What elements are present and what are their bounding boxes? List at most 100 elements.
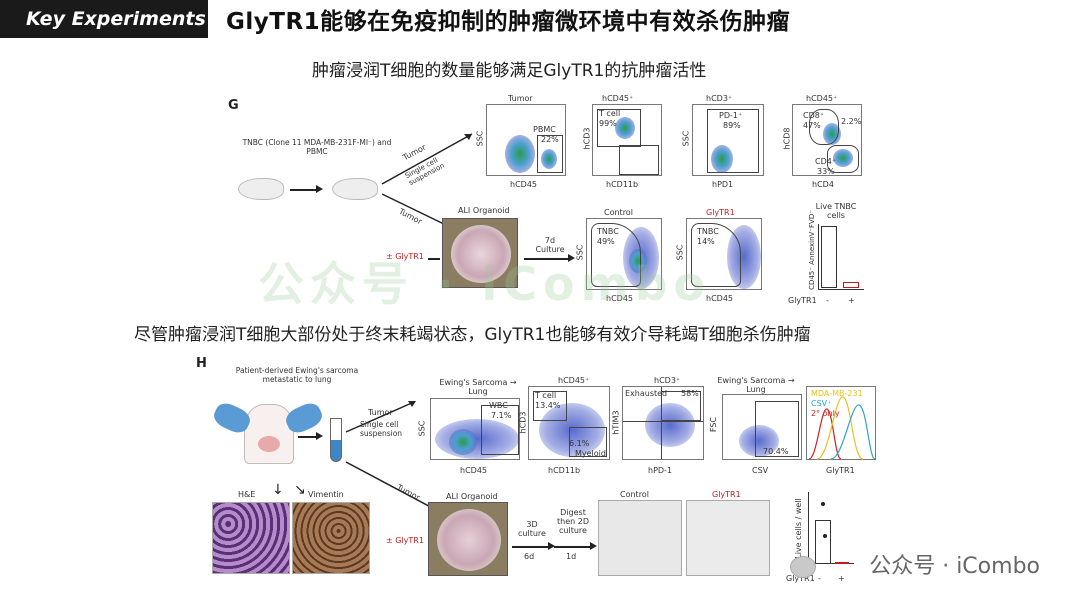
he-stain-image [212, 502, 290, 574]
facs-h2-gate2-value: 6.1% [569, 439, 590, 448]
arrow [290, 189, 318, 191]
control-plot: TNBC 49% [586, 218, 662, 290]
test-tube-icon [330, 418, 342, 462]
g-barchart-cat-1: + [848, 296, 855, 305]
facs-h1-title: Ewing's Sarcoma → Lung [439, 378, 517, 396]
arrow [524, 258, 570, 260]
arrow-head [568, 254, 575, 262]
facs-h4-plot: 70.4% [722, 394, 802, 460]
h-glytr1-label: GlyTR1 [712, 490, 741, 499]
patient-text: Patient-derived Ewing's sarcoma metastat… [235, 366, 359, 384]
facs-h4-gate-value: 70.4% [763, 447, 789, 456]
arrow [428, 258, 440, 260]
facs-h2-gate-label: T cell [535, 391, 557, 400]
facs-g1-gate-label: PBMC [533, 125, 556, 134]
facs-g4-gate-label: CD8⁺ [803, 111, 825, 120]
h-organoid-image [428, 502, 508, 576]
facs-g1-xlab: hCD45 [510, 180, 537, 189]
facs-g3-gate-label: PD-1⁺ [719, 111, 743, 120]
culture-3d-time: 6d [524, 552, 535, 561]
g-bar-minus [821, 226, 837, 288]
facs-g1-plot: PBMC 22% [486, 104, 566, 176]
g-barchart-xlab: GlyTR1 [788, 296, 817, 305]
h-tumor-arrow [345, 401, 416, 433]
facs-h3-plot: Exhausted 58% [622, 386, 704, 460]
brand-text: 公众号 · iCombo [869, 554, 1040, 579]
he-label: H&E [238, 490, 256, 499]
mouse-icon-2 [332, 178, 378, 200]
hist-xlab: GlyTR1 [826, 466, 855, 475]
facs-h3-ylab: hTIM3 [611, 410, 621, 435]
h-bar-plus [835, 562, 849, 564]
g-barchart-ylab: CD45⁻ AnnexinV⁻FVD⁻ [807, 210, 816, 290]
histogram-curves [808, 396, 876, 460]
facs-g4-gate2-value: 33% [817, 167, 835, 176]
h-glytr1-treatment: ± GlyTR1 [386, 536, 424, 545]
arrow [298, 436, 318, 438]
facs-h2-plot: T cell 13.4% 6.1% Myeloid [528, 386, 610, 460]
wechat-icon [790, 556, 816, 578]
facs-g4-extra-value: 2.2% [841, 117, 862, 126]
arrow-head [590, 542, 597, 550]
h-control-image [598, 500, 682, 576]
h-single-cell-label: Single cell suspension [360, 420, 403, 438]
panel-g-letter: G [228, 98, 239, 113]
h-bar-minus [815, 520, 831, 564]
facs-g3-ylab: SSC [681, 130, 691, 147]
hist-legend-2: 2° only [811, 409, 840, 418]
facs-h1-plot: WBC 7.1% [430, 398, 520, 460]
glytr1-treatment: ± GlyTR1 [386, 252, 424, 261]
facs-g2-gate-value: 99% [599, 119, 617, 128]
key-experiments-tag: Key Experiments [0, 0, 208, 38]
arrow-head [548, 542, 555, 550]
facs-h1-xlab: hCD45 [460, 466, 487, 475]
facs-g2-title: hCD45⁺ [602, 94, 634, 103]
hist-legend-1: CSV⁺ [811, 399, 832, 408]
facs-h1-gate-label: WBC [489, 401, 508, 410]
facs-h3-gate-value: 58% [681, 389, 699, 398]
facs-g4-gate2-label: CD4⁺ [815, 157, 837, 166]
facs-h4-xlab: CSV [752, 466, 769, 475]
glytr1-gate-value: 14% [697, 237, 715, 246]
facs-g1-title: Tumor [508, 94, 533, 103]
facs-g4-plot: CD8⁺ 47% 2.2% CD4⁺ 33% [792, 104, 862, 176]
h-control-label: Control [620, 490, 649, 499]
facs-g3-title: hCD3⁺ [706, 94, 733, 103]
control-gate-value: 49% [597, 237, 615, 246]
facs-h3-xlab: hPD-1 [648, 466, 673, 475]
live-tnbc-title: Live TNBC cells [815, 202, 857, 220]
h-tumor-label: Tumor [368, 408, 393, 417]
arrow [512, 546, 550, 548]
facs-g4-gate-value: 47% [803, 121, 821, 130]
down-arrow-icon: ↓ [272, 482, 284, 498]
glytr1-xlab: hCD45 [706, 294, 733, 303]
facs-h3-title: hCD3⁺ [654, 376, 681, 385]
facs-g4-ylab: hCD8 [782, 127, 792, 150]
facs-g1-gate-value: 22% [541, 135, 559, 144]
down-arrow-icon-2: ↘ [294, 482, 306, 498]
arrow [554, 546, 592, 548]
g-bar-plus [843, 282, 859, 288]
facs-h2-ylab: hCD3 [518, 411, 528, 434]
facs-g2-gate-label: T cell [599, 109, 621, 118]
slide-title: GlyTR1能够在免疫抑制的肿瘤微环境中有效杀伤肿瘤 [226, 9, 791, 35]
facs-g2-plot: T cell 99% [592, 104, 662, 176]
facs-h2-gate-value: 13.4% [535, 401, 561, 410]
culture-3d: 3D culture [518, 520, 546, 538]
mouse-icon-1 [238, 178, 284, 200]
g-barchart-cat-0: - [826, 296, 829, 305]
facs-g2-xlab: hCD11b [606, 180, 639, 189]
histogram-plot: MDA-MB-231 CSV⁺ 2° only [806, 386, 876, 460]
arrow-head [316, 185, 323, 193]
facs-h2-title: hCD45⁺ [558, 376, 590, 385]
organoid-image [442, 218, 518, 288]
arrow-head [316, 432, 323, 440]
facs-h2-gate2-label: Myeloid [575, 449, 606, 458]
section-h-subtitle: 尽管肿瘤浸润T细胞大部份处于终末耗竭状态，GlyTR1也能够有效介导耗竭T细胞杀… [134, 325, 811, 345]
facs-h3-gate-label: Exhausted [625, 389, 668, 398]
ali-organoid-label: ALI Organoid [458, 206, 510, 215]
g-barchart-axes [818, 224, 864, 290]
facs-g3-gate-value: 89% [723, 121, 741, 130]
facs-g4-xlab: hCD4 [812, 180, 834, 189]
tnbc-model-text: TNBC (Clone 11 MDA-MB-231F-MI⁻) and PBMC [242, 138, 392, 156]
